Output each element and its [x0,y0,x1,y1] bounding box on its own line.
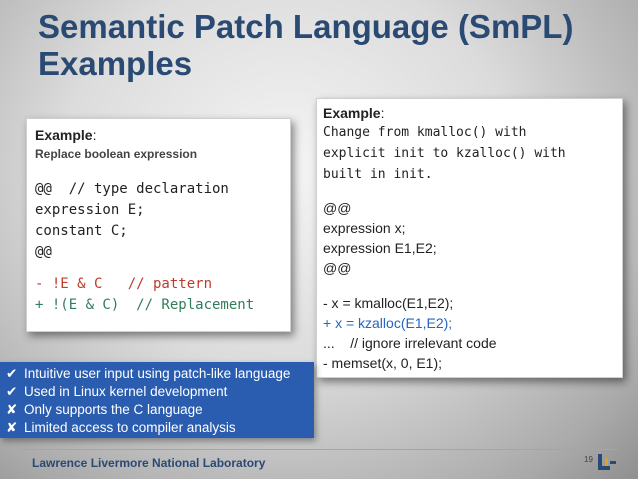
decl-line: @@ [323,260,352,276]
code-line-removed: - !E & C // pattern [35,276,213,292]
left-example-subtitle: Replace boolean expression [35,147,198,161]
code-line: @@ // type declaration [35,181,229,197]
code-line: constant C; [35,223,128,239]
bullet-item: ✔Intuitive user input using patch-like l… [6,366,291,381]
slide-title: Semantic Patch Language (SmPL) Examples [38,8,598,82]
description-line: Change from kmalloc() with [323,125,527,140]
title-line-1: Semantic Patch Language (SmPL) [38,8,574,45]
code-line: @@ [35,244,52,260]
pros-cons-box: ✔Intuitive user input using patch-like l… [0,362,314,438]
left-example-box: Example: Replace boolean expression @@ /… [26,118,291,332]
left-example-label: Example: [35,127,97,143]
code-line: expression E; [35,202,145,218]
decl-line: expression x; [323,220,406,236]
footer-divider [22,449,618,450]
footer-org: Lawrence Livermore National Laboratory [32,456,266,470]
check-icon: ✔ [6,366,18,381]
cross-icon: ✘ [6,420,18,435]
llnl-logo-icon [598,454,616,470]
patch-line-removed: - x = kmalloc(E1,E2); [323,295,454,311]
patch-line-removed: - memset(x, 0, E1); [323,355,443,371]
page-number: 19 [584,455,593,464]
right-example-label: Example: [323,105,385,121]
code-line-added: + !(E & C) // Replacement [35,297,255,313]
bullet-item: ✘Only supports the C language [6,402,203,417]
bullet-item: ✔Used in Linux kernel development [6,384,228,399]
decl-line: @@ [323,200,352,216]
patch-line-added: + x = kzalloc(E1,E2); [323,315,453,331]
decl-line: expression E1,E2; [323,240,437,256]
right-example-box: Example: Change from kmalloc() with expl… [316,98,623,378]
check-icon: ✔ [6,384,18,399]
description-line: explicit init to kzalloc() with [323,146,566,161]
description-line: built in init. [323,167,433,182]
patch-line-ellipsis: ... // ignore irrelevant code [323,335,497,351]
bullet-item: ✘Limited access to compiler analysis [6,420,236,435]
title-line-2: Examples [38,45,193,82]
cross-icon: ✘ [6,402,18,417]
